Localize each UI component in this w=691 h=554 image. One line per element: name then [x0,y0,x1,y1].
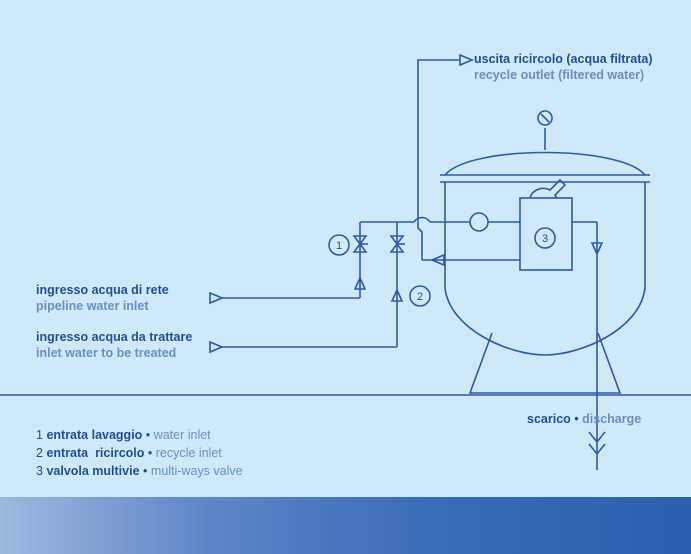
discharge-arrow-icon-2 [588,443,606,456]
legend-text-it: entrata ricircolo [46,446,145,460]
marker-3-label: 3 [542,233,548,245]
marker-1-label: 1 [336,240,342,252]
discharge-separator: • [574,412,579,426]
discharge-label: scarico • discharge [527,412,641,427]
legend-item-1: 1 entrata lavaggio • water inlet [36,428,211,443]
pipeline-inlet-label-en: pipeline water inlet [36,299,149,313]
legend-number: 1 [36,428,43,442]
legend-text-it: valvola multivie [46,464,140,478]
legend-separator: • [147,446,153,460]
legend-text-en: water inlet [153,428,211,442]
discharge-arrow-icon [588,431,606,444]
marker-2-circle [409,285,431,307]
internal-arrow-icon [590,242,604,256]
discharge-label-en: discharge [582,412,642,426]
discharge-label-it: scarico [527,412,571,426]
tank-body [444,182,646,356]
check-valve-1-icon [353,276,367,290]
recycle-outlet-pipe [417,59,460,260]
legend-separator: • [145,428,151,442]
tank-legs [468,332,622,394]
pipeline-inlet-arrow-icon [209,291,225,305]
marker-2-label: 2 [417,291,423,303]
legend-text-it: entrata lavaggio [46,428,143,442]
pipeline-inlet-label-it: ingresso acqua di rete [36,283,169,297]
legend-item-3: 3 valvola multivie • multi-ways valve [36,464,243,479]
header-crossover [413,216,431,223]
legend-text-en: multi-ways valve [150,464,243,478]
legend-separator: • [143,464,148,478]
valve-handle [529,178,567,199]
outlet-arrow-icon [459,53,475,67]
pressure-gauge-icon [537,110,553,126]
outlet-label-en: recycle outlet (filtered water) [474,68,645,82]
check-valve-2-icon [390,288,404,302]
valve-2-icon [389,235,405,253]
treated-inlet-label-en: inlet water to be treated [36,346,177,360]
legend-number: 3 [36,464,43,478]
flow-circle-icon [469,212,489,232]
footer-gradient-band [0,497,691,554]
treated-inlet-label-it: ingresso acqua da trattare [36,330,193,344]
outlet-label-it: uscita ricircolo (acqua filtrata) [474,52,653,66]
marker-1-circle [328,234,350,256]
multiway-valve-box [519,197,573,271]
valve-1-icon [352,235,368,253]
marker-3-circle [534,227,556,249]
return-arrow-icon [429,253,445,267]
legend-item-2: 2 entrata ricircolo • recycle inlet [36,446,222,461]
legend-number: 2 [36,446,43,460]
tank-dome [444,151,646,176]
gauge-needle [540,113,550,123]
treated-inlet-arrow-icon [209,340,225,354]
legend-text-en: recycle inlet [155,446,222,460]
